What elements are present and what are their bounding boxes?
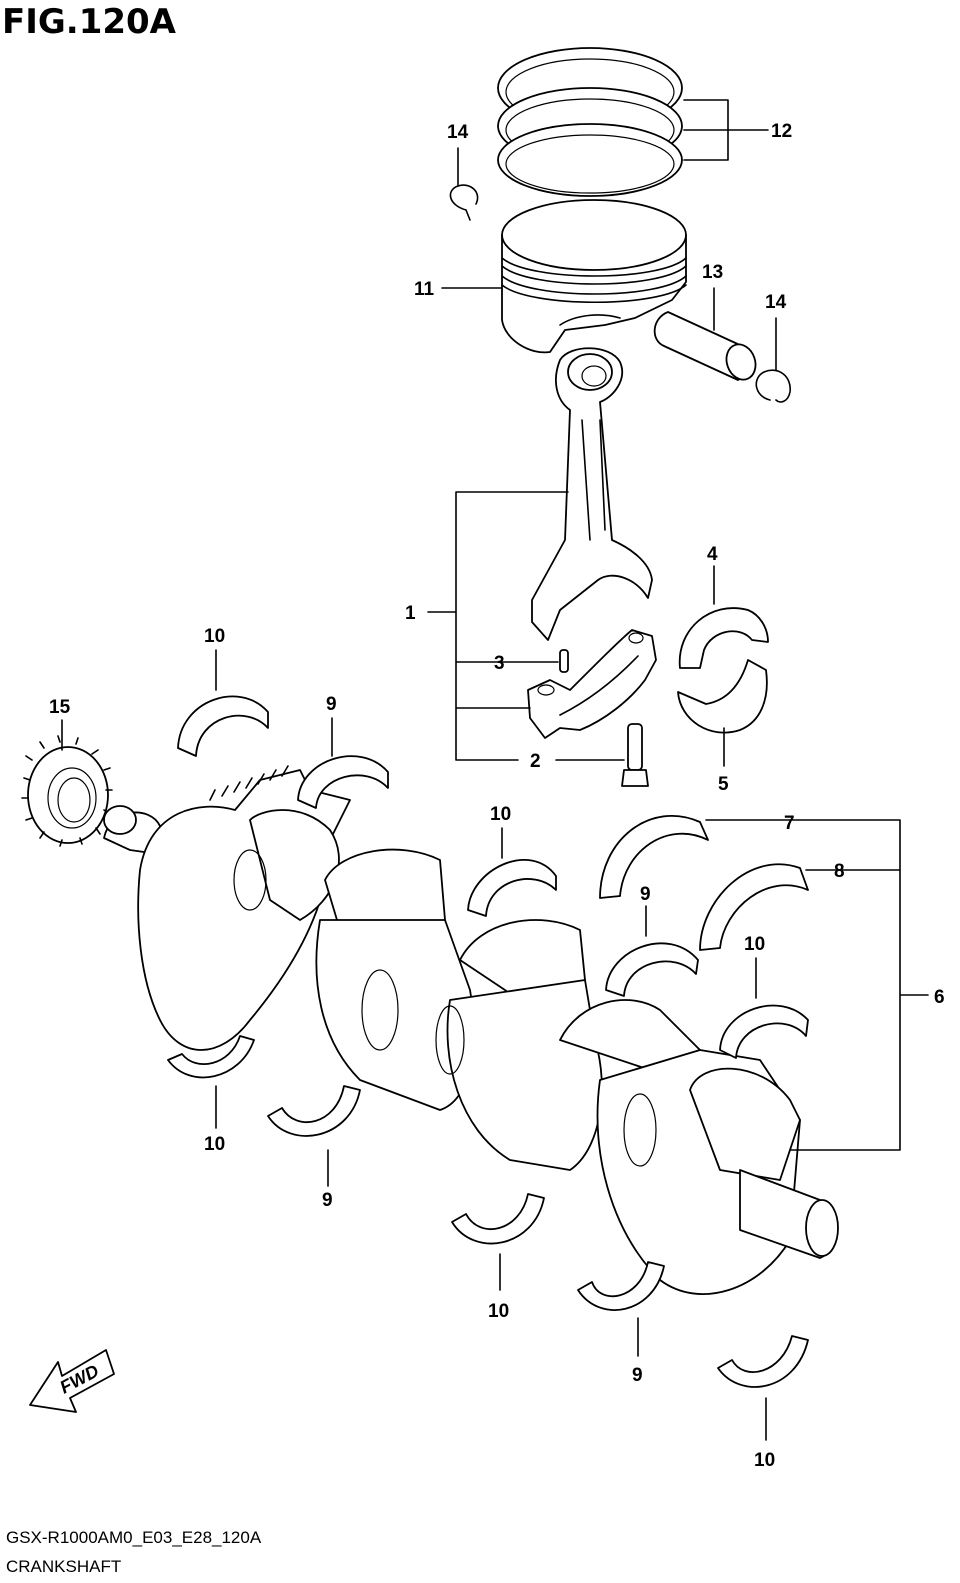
callout-9: 9: [322, 1190, 333, 1211]
callout-1: 1: [405, 603, 416, 624]
thrust-bearing-lower: [699, 863, 809, 951]
forward-direction-arrow: FWD: [29, 1349, 115, 1413]
callout-14: 14: [765, 292, 787, 313]
callout-15: 15: [49, 697, 71, 718]
callout-12: 12: [771, 121, 792, 142]
connecting-rod: [531, 347, 653, 641]
callout-2: 2: [530, 751, 541, 772]
callout-11: 11: [414, 279, 435, 300]
callout-4: 4: [707, 544, 718, 565]
callout-numbers: 14 12 11 13 14 1 3 2 4 5 7 8 6 10 9 15 1…: [49, 121, 945, 1471]
connecting-rod-cap: [527, 629, 657, 739]
circlip-right: [755, 369, 791, 403]
callout-6: 6: [934, 987, 945, 1008]
conrod-bolt: [621, 723, 649, 787]
callout-10: 10: [490, 804, 511, 825]
callout-10: 10: [204, 626, 225, 647]
callout-5: 5: [718, 774, 729, 795]
callout-9: 9: [640, 884, 651, 905]
crank-timing-gear: [21, 735, 113, 847]
dowel-pin: [559, 649, 569, 673]
leader-lines: [61, 99, 929, 1441]
conrod-bearing-lower: [677, 659, 768, 734]
callout-10: 10: [204, 1134, 225, 1155]
piston: [501, 199, 687, 354]
conrod-bearing-upper: [678, 607, 769, 669]
drawing-code: GSX-R1000AM0_E03_E28_120A: [6, 1528, 262, 1547]
callout-14: 14: [447, 122, 469, 143]
callout-13: 13: [702, 262, 723, 283]
callout-10: 10: [744, 934, 765, 955]
callout-10: 10: [488, 1301, 509, 1322]
piston-rings: [497, 47, 683, 197]
figure-caption: CRANKSHAFT: [6, 1557, 122, 1576]
callout-3: 3: [494, 653, 505, 674]
crank-journal-bearings: [167, 695, 809, 1388]
figure-title: FIG.120A: [2, 2, 176, 42]
callout-9: 9: [632, 1365, 643, 1386]
callout-7: 7: [784, 813, 795, 834]
circlip-left: [449, 184, 479, 221]
callout-10: 10: [754, 1450, 775, 1471]
thrust-bearing-upper: [599, 815, 709, 899]
crankshaft: [103, 765, 839, 1295]
piston-pin: [653, 311, 757, 381]
callout-9: 9: [326, 694, 337, 715]
callout-8: 8: [834, 861, 845, 882]
